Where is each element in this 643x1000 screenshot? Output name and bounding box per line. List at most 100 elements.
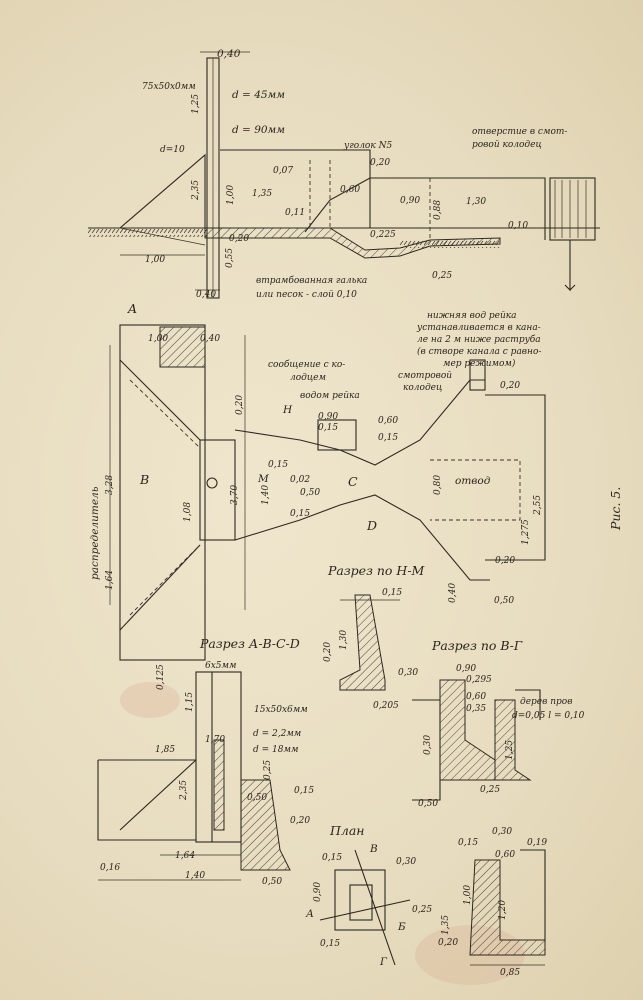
note-profile-15x50: 15x50x6мм	[254, 705, 308, 715]
dim-0-35-vg: 0,35	[466, 704, 486, 714]
note-outlet: отвод	[455, 475, 491, 487]
dim-0-15-well: 0,15	[318, 423, 338, 433]
dim-0-25-plan-d: 0,25	[412, 905, 432, 915]
label-C: C	[348, 474, 358, 489]
dim-0-25: 0,25	[432, 271, 452, 281]
dim-0-205: 0,205	[373, 701, 399, 711]
dim-2-35-abcd: 2,35	[179, 780, 189, 801]
label-M: M	[257, 473, 269, 485]
dim-0-20-abcd: 0,20	[290, 816, 310, 826]
plan-view	[109, 324, 546, 661]
plan-detail-drawing	[319, 849, 411, 966]
label-A: A	[127, 301, 137, 316]
dim-2-55: 2,55	[533, 495, 543, 516]
dim-0-90-plan: 0,90	[318, 412, 338, 422]
dim-0-07: 0,07	[273, 166, 293, 176]
note-d90: d = 90мм	[232, 124, 285, 136]
dim-1-30-hm: 1,30	[339, 630, 349, 650]
note-gauge-2: устанавливается в кана-	[416, 323, 541, 333]
dim-0-90-vg: 0,90	[456, 664, 476, 674]
plan-title: План	[329, 823, 365, 838]
label-B-small: Б	[397, 921, 406, 933]
dim-0-60-plan: 0,60	[378, 416, 398, 426]
note-rammed-2: или песок - слой 0,10	[256, 290, 357, 300]
dim-0-50-vg: 0,50	[418, 799, 438, 809]
note-distributor: распределитель	[89, 486, 101, 580]
dim-0-15-plan-b: 0,15	[290, 509, 310, 519]
dim-1-00-detail: 1,00	[463, 885, 473, 905]
dim-0-20-hm: 0,20	[323, 642, 333, 662]
dim-0-40-plan: 0,40	[200, 334, 220, 344]
dim-0-30-detail: 0,30	[492, 827, 512, 837]
dim-1-40: 1,40	[261, 485, 271, 505]
dim-2-35: 2,35	[191, 180, 201, 201]
dim-0-10: 0,10	[508, 221, 528, 231]
dim-1-64-abcd: 1,64	[175, 851, 195, 861]
dim-0-40-bottom: 0,40	[196, 290, 216, 300]
dim-0-85: 0,85	[500, 968, 520, 978]
dim-0-60: 0,60	[340, 185, 360, 195]
note-size-6x5: 6x5мм	[205, 661, 236, 671]
note-gauge-5: мер режимом)	[443, 358, 516, 369]
note-gauge-4: (в створе канала с равно-	[417, 346, 541, 357]
dim-0-40-top: 0,40	[217, 48, 241, 60]
dim-0-20-detail: 0,20	[438, 938, 458, 948]
dim-0-20-mid: 0,20	[229, 234, 249, 244]
dim-0-88: 0,88	[433, 200, 443, 220]
note-wood-2: d=0,05 l = 0,10	[512, 711, 585, 721]
label-D: D	[366, 518, 377, 533]
dim-0-55: 0,55	[225, 248, 235, 268]
dim-0-15-abcd: 0,15	[294, 786, 314, 796]
label-H: H	[282, 404, 293, 416]
dim-1-64: 1,64	[105, 570, 115, 590]
dim-0-15-detail: 0,15	[458, 838, 478, 848]
dim-1-15-abcd: 1,15	[185, 692, 195, 712]
dim-1-00-plan: 1,00	[148, 334, 168, 344]
section-abcd-drawing	[97, 671, 291, 881]
dim-0-20-top: 0,20	[370, 158, 390, 168]
note-gauge-1: нижняя вод рейка	[427, 311, 517, 321]
dim-1-20: 1,20	[498, 900, 508, 920]
note-hole-2: ровой колодец	[472, 140, 542, 150]
dim-0-20-plan: 0,20	[235, 395, 245, 415]
section-h-m-title: Разрез по Н-М	[327, 563, 426, 578]
dim-1-35: 1,35	[252, 189, 272, 199]
note-hole-1: отверстие в смот-	[472, 127, 567, 137]
note-upper-gauge: водом рейка	[300, 391, 360, 401]
longitudinal-section	[88, 51, 600, 299]
note-gauge-3: ле на 2 м ниже раструба	[417, 334, 541, 345]
paper-stain	[120, 682, 180, 718]
dim-1-275: 1,275	[521, 519, 531, 545]
dim-0-15-plan-e: 0,15	[320, 939, 340, 949]
dim-0-60-detail: 0,60	[495, 850, 515, 860]
note-d22: d = 2,2мм	[253, 729, 301, 739]
dim-0-15-plan-c: 0,15	[378, 433, 398, 443]
dim-0-225: 0,225	[370, 230, 396, 240]
dim-0-15-hm: 0,15	[382, 588, 402, 598]
dim-0-30-vg: 0,30	[423, 735, 433, 755]
dim-1-40-abcd: 1,40	[185, 871, 205, 881]
note-d10: d=10	[160, 145, 185, 155]
dim-0-25-vg: 0,25	[480, 785, 500, 795]
dim-1-25-vg: 1,25	[505, 740, 515, 760]
dim-0-15-plan: 0,15	[268, 460, 288, 470]
dim-1-00: 1,00	[226, 185, 236, 205]
dim-1-85: 1,85	[155, 745, 175, 755]
note-well-2: колодец	[403, 383, 442, 393]
dim-0-15-plan-d: 0,15	[322, 853, 342, 863]
dim-0-90-plan-d: 0,90	[313, 882, 323, 902]
note-well-1: смотровой	[398, 371, 452, 381]
dim-0-30-plan-d: 0,30	[396, 857, 416, 867]
dim-1-35-detail: 1,35	[441, 915, 451, 935]
section-vg-title: Разрез по В-Г	[431, 638, 523, 653]
bottom-detail-drawing	[469, 849, 546, 966]
dim-0-50: 0,50	[300, 488, 320, 498]
dim-3-28: 3,28	[105, 475, 115, 495]
dim-1-08: 1,08	[183, 502, 193, 522]
dim-0-295-vg: 0,295	[466, 675, 492, 685]
dim-0-19: 0,19	[527, 838, 547, 848]
dim-1-00-bottom: 1,00	[145, 255, 165, 265]
dim-0-60-vg: 0,60	[466, 692, 486, 702]
